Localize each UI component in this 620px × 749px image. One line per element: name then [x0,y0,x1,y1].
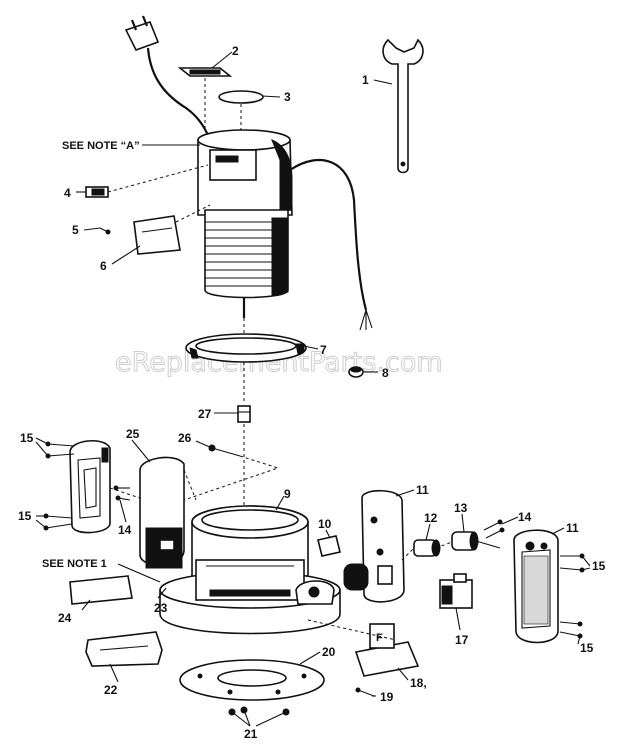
cord-wires [359,309,373,331]
note-1-label: SEE NOTE 1 [42,558,107,570]
callout-12: 12 [424,511,438,525]
part-right-grip [513,529,559,644]
callout-5: 5 [72,223,79,237]
callout-14-a: 14 [118,523,132,537]
note-a-label: SEE NOTE “A” [62,140,140,152]
callout-4: 4 [64,186,71,200]
callout-27: 27 [198,407,212,421]
part-wrench [382,38,424,174]
callout-14-b: 14 [518,510,532,524]
callout-22: 22 [104,683,118,697]
callout-7: 7 [320,343,327,357]
part-brush-holder [85,186,109,198]
part-right-handle-frame [343,489,405,603]
callout-6: 6 [100,259,107,273]
part-clamp [85,631,163,667]
part-label-24 [69,575,133,605]
callout-20: 20 [322,645,336,659]
part-pin [317,535,341,557]
part-ring [185,333,307,363]
part-sub-base [179,659,325,701]
part-router-base [159,505,341,635]
part-left-handle-rear [139,456,185,569]
motor-cord [289,158,368,311]
part-screw-5 [99,227,111,235]
svg-text:F: F [376,632,383,644]
motor-fins [205,217,289,297]
screws-left-15 [43,441,75,531]
part-knob [348,366,364,378]
callout-13: 13 [454,501,468,515]
callout-9: 9 [284,487,291,501]
part-screw-19 [355,687,375,697]
callout-15-d: 15 [580,641,594,655]
part-switch [439,573,473,609]
callout-17: 17 [455,633,469,647]
callout-19: 19 [380,690,394,704]
screws-14-left [113,485,131,501]
part-label-plate [177,67,233,77]
callout-3: 3 [284,90,291,104]
part-switch-lever [451,531,501,551]
part-nameplate [133,215,181,255]
part-bracket: F [354,623,420,677]
callout-15-a: 15 [20,431,34,445]
callout-15-c: 15 [592,559,606,573]
callout-11-b: 11 [566,521,579,535]
part-collet [237,405,251,423]
callout-23: 23 [154,601,168,615]
callout-24: 24 [58,611,72,625]
callout-25: 25 [126,427,140,441]
callout-21: 21 [244,727,258,741]
callout-18: 18, [410,676,427,690]
part-screws-21 [228,706,290,716]
part-cap-plate [218,90,264,104]
power-plug [124,15,212,141]
screws-14-right [483,519,505,539]
callout-2: 2 [232,44,239,58]
callout-15-b: 15 [18,509,32,523]
callout-8: 8 [382,366,389,380]
callout-10: 10 [318,517,332,531]
screws-right-15 [559,553,585,639]
part-screw-26 [208,444,241,457]
callout-11-a: 11 [416,483,429,497]
callout-26: 26 [178,431,192,445]
motor-housing [197,129,293,318]
leader-lines [35,51,591,727]
callout-1: 1 [362,73,369,87]
part-left-grip [69,440,111,534]
